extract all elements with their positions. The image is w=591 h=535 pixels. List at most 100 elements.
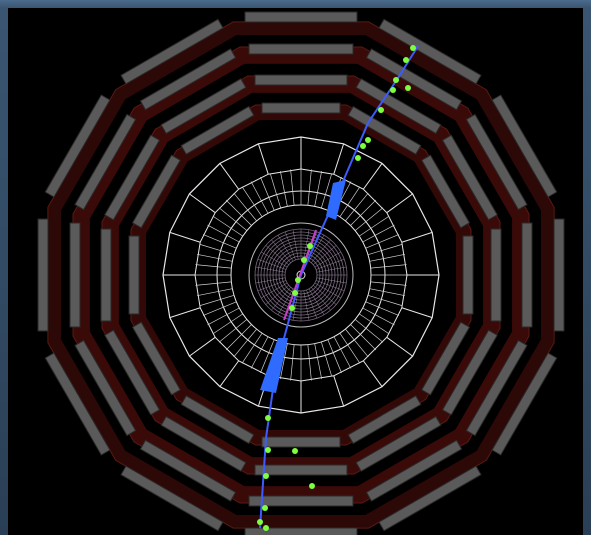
hit-point	[405, 85, 411, 91]
muon-chamber	[131, 321, 181, 396]
calo-cell	[195, 264, 232, 269]
tracker-spoke	[311, 287, 331, 311]
calo-cell	[290, 169, 295, 206]
muon-chamber	[44, 352, 111, 456]
calo-cell	[339, 186, 361, 217]
tracker-spoke	[257, 280, 287, 291]
calo-cell	[212, 313, 243, 335]
muon-chamber	[421, 321, 471, 396]
tracker-spoke	[315, 280, 345, 291]
muon-chamber	[462, 235, 474, 315]
calo-cell	[365, 234, 400, 249]
calo-cell	[260, 339, 275, 374]
calo-segment	[169, 307, 201, 319]
muon-chamber	[421, 154, 471, 229]
calo-cell	[225, 199, 252, 226]
calo-cell	[354, 207, 384, 231]
calo-cell	[207, 307, 240, 326]
muon-chamber	[365, 439, 463, 502]
calo-segment	[401, 307, 433, 319]
muon-chamber	[347, 105, 422, 155]
detector-cross-section	[37, 11, 565, 535]
hit-point	[263, 473, 269, 479]
calo-segment	[219, 360, 240, 387]
hit-point	[309, 483, 315, 489]
calo-segment	[333, 143, 345, 175]
track-lower	[259, 274, 302, 529]
calo-cell	[350, 324, 377, 351]
muon-chamber	[261, 436, 341, 448]
calo-segment	[257, 143, 269, 175]
calo-cell	[196, 288, 233, 297]
calo-cell	[241, 186, 263, 217]
muon-chamber	[248, 495, 354, 507]
muon-chamber	[104, 329, 161, 416]
tracker-spoke	[292, 229, 299, 260]
calo-cell	[365, 301, 400, 316]
hit-point	[289, 305, 295, 311]
calo-cell	[269, 173, 282, 209]
tracker-spoke	[292, 290, 299, 321]
hit-point	[265, 415, 271, 421]
muon-chamber	[37, 218, 49, 332]
calo-segment	[362, 163, 383, 190]
calo-cell	[202, 301, 237, 316]
muon-chamber	[261, 102, 341, 114]
calo-cell	[290, 344, 295, 381]
calo-cell	[279, 343, 288, 380]
calo-cell	[250, 336, 269, 369]
muon-chamber	[74, 113, 137, 211]
calo-cell	[241, 333, 263, 364]
muon-chamber	[131, 154, 181, 229]
calo-cell	[362, 224, 395, 243]
muon-chamber	[254, 464, 348, 476]
tracker-spoke	[271, 287, 291, 311]
calo-segment	[401, 231, 433, 243]
muon-chamber	[180, 105, 255, 155]
hit-point	[301, 257, 307, 263]
muon-chamber	[74, 339, 137, 437]
muon-chamber	[553, 218, 565, 332]
tracker-spoke	[303, 229, 310, 260]
muon-chamber	[491, 352, 558, 456]
muon-chamber	[378, 465, 482, 532]
calo-cell	[199, 294, 235, 307]
calo-cell	[314, 170, 323, 207]
muon-chamber	[355, 415, 442, 472]
tracker-spoke	[303, 290, 310, 321]
muon-chamber	[248, 43, 354, 55]
calo-cell	[339, 333, 361, 364]
tracker-spoke	[257, 259, 287, 270]
calo-segment	[386, 193, 413, 214]
hit-point	[360, 143, 366, 149]
muon-chamber	[465, 339, 528, 437]
calo-cell	[202, 234, 237, 249]
calo-cell	[362, 307, 395, 326]
calo-segment	[362, 360, 383, 387]
muon-chamber	[347, 395, 422, 445]
calo-cell	[233, 192, 257, 222]
muon-chamber	[244, 11, 358, 23]
tracker-spoke	[277, 288, 294, 315]
hit-point	[292, 448, 298, 454]
event-display	[8, 8, 583, 535]
hit-point	[262, 505, 268, 511]
muon-chamber	[44, 94, 111, 198]
calo-cell	[369, 253, 406, 262]
calo-segment	[386, 336, 413, 357]
calo-cell	[212, 215, 243, 237]
tracker-spoke	[255, 266, 286, 273]
muon-hits	[257, 45, 416, 531]
tracker-spoke	[271, 239, 291, 263]
hit-point	[355, 155, 361, 161]
calo-cell	[369, 288, 406, 297]
muon-chamber	[160, 78, 247, 135]
calo-cell	[367, 243, 403, 256]
tracker-spoke	[277, 235, 294, 262]
calo-segment	[189, 193, 216, 214]
calo-cell	[320, 173, 333, 209]
muon-chamber	[139, 439, 237, 502]
calo-cell	[359, 313, 390, 335]
hit-point	[265, 447, 271, 453]
hit-point	[403, 57, 409, 63]
